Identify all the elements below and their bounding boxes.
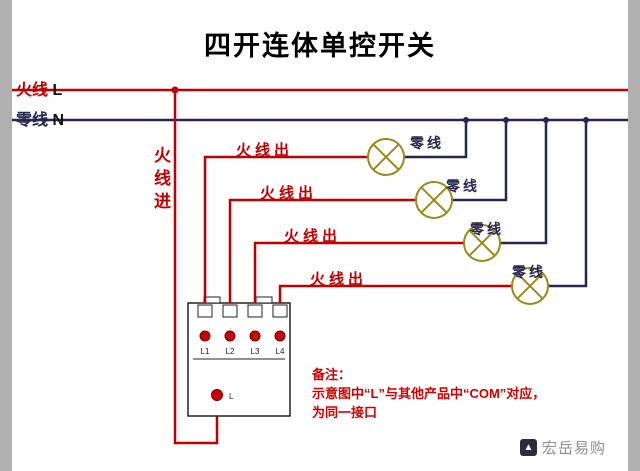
live-in-label: 火线进 [151, 146, 170, 215]
branch-wire-2 [228, 198, 416, 303]
live-wire-label-cn: 火线 [16, 82, 49, 99]
lamp-icon-4 [511, 267, 549, 305]
live-junction-dot [171, 86, 179, 94]
terminal-dot-l4 [274, 330, 286, 342]
neutral-junction-dot-1 [463, 117, 469, 123]
notes-heading: 备注： [312, 367, 352, 382]
neutral-branch-label-2: 零线 [446, 178, 480, 194]
live-out-label-1: 火线出 [236, 142, 294, 159]
right-frame-bar [628, 0, 640, 471]
watermark-text: 宏岳易购 [542, 440, 607, 457]
mountain-logo-icon: ▲ [520, 439, 537, 456]
diagram-title: 四开连体单控开关 [204, 31, 436, 61]
terminal-block-3 [247, 304, 263, 318]
terminal-label-l2: L2 [226, 347, 235, 356]
terminal-dot-l3 [249, 330, 261, 342]
terminal-label-l4: L4 [276, 347, 285, 356]
live-out-label-2: 火线出 [260, 185, 318, 202]
notes-line-2: 为同一接口 [312, 404, 378, 420]
neutral-wire-label-cn: 零线 [16, 112, 49, 129]
left-frame-bar [0, 0, 12, 471]
branch-wire-3 [253, 241, 464, 303]
switch-box-tab-right [255, 296, 273, 304]
terminal-block-1 [197, 304, 213, 318]
branch-wire-4 [278, 284, 512, 303]
notes-line-1: 示意图中“L”与其他产品中“COM”对应， [312, 385, 546, 401]
neutral-junction-dot-3 [543, 117, 549, 123]
neutral-branch-label-1: 零线 [410, 135, 444, 151]
terminal-label-l1: L1 [201, 347, 210, 356]
lamp-icon-2 [415, 181, 453, 219]
live-out-label-4: 火线出 [310, 271, 368, 288]
neutral-junction-dot-2 [503, 117, 509, 123]
neutral-branch-wire-2 [452, 120, 508, 202]
common-terminal-label: L [229, 392, 234, 401]
neutral-junction-dot-4 [583, 117, 589, 123]
lamp-icon-1 [367, 138, 405, 176]
terminal-dot-l2 [224, 330, 236, 342]
neutral-wire-label: 零线 N [16, 106, 64, 130]
terminal-block-2 [222, 304, 238, 318]
neutral-branch-wire-3 [500, 120, 548, 245]
common-terminal-dot [211, 389, 223, 401]
neutral-branch-label-4: 零线 [512, 264, 546, 280]
switch-box-tab-left [203, 296, 221, 304]
terminal-dot-l1 [199, 330, 211, 342]
live-wire-label: 火线 L [16, 76, 62, 100]
live-in-wire [173, 90, 219, 445]
branch-wire-1 [203, 155, 368, 303]
neutral-wire-label-letter: N [52, 112, 65, 129]
neutral-branch-wire-1 [404, 120, 468, 159]
live-wire-label-letter: L [52, 82, 63, 99]
neutral-branch-label-3: 零线 [470, 221, 504, 237]
notes: 备注： 示意图中“L”与其他产品中“COM”对应， 为同一接口 [312, 366, 624, 423]
neutral-branch-wire-4 [548, 120, 588, 288]
watermark: ▲ 宏岳易购 [520, 437, 606, 458]
live-out-label-3: 火线出 [284, 228, 342, 245]
terminal-block-4 [272, 304, 288, 318]
lamp-icon-3 [463, 224, 501, 262]
terminal-label-l3: L3 [251, 347, 260, 356]
